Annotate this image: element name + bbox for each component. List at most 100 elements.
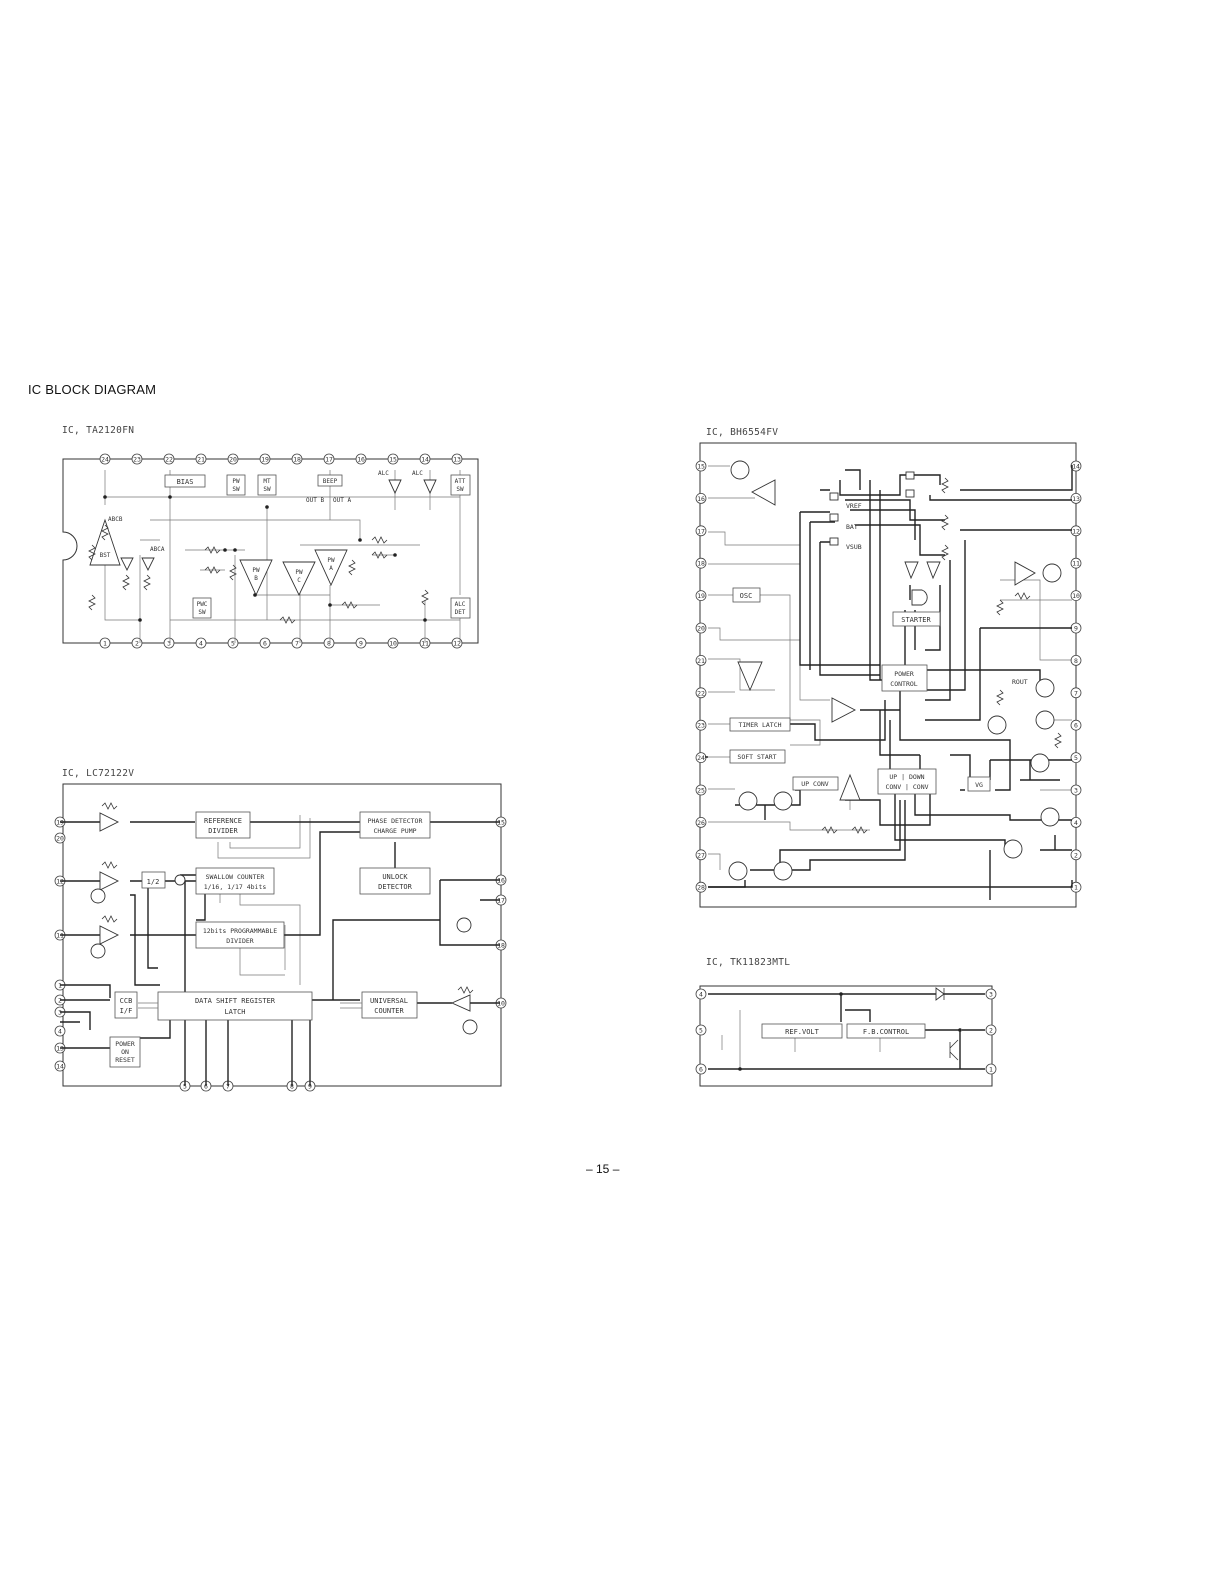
ta-top-pin-label-18: 18 — [293, 456, 301, 464]
lc-poweron-label3: RESET — [115, 1056, 135, 1064]
ta-top-pin-16 — [355, 453, 367, 465]
ta-att-sw-label1: ATT — [455, 478, 466, 485]
ta-pwc-sw-block — [192, 597, 212, 619]
lc-swallow-label1: SWALLOW COUNTER — [206, 873, 265, 881]
tk-diode — [935, 987, 945, 1001]
tk-ref-volt-block — [761, 1023, 843, 1039]
ta-top-pin-20 — [227, 453, 239, 465]
lc-poweron-label2: ON — [121, 1048, 129, 1056]
ta-top-pin-label-22: 22 — [165, 456, 173, 464]
bh6554fv-title: IC, BH6554FV — [706, 427, 779, 438]
bh-left-pin-26 — [695, 817, 707, 828]
ta-mt-sw-block — [257, 474, 277, 496]
ta-pw-a-label2: A — [329, 565, 333, 572]
ta-top-pin-label-24: 24 — [101, 456, 109, 464]
ta-bias-label: BIAS — [177, 478, 194, 486]
bh-switches — [829, 471, 915, 546]
bh-right-pin-label-3: 3 — [1074, 787, 1078, 795]
ta-bottom-pin-4 — [195, 637, 207, 649]
ta-alc-left-label: ALC — [378, 470, 389, 477]
ta-top-pin-13 — [451, 453, 463, 465]
ta-top-pin-22 — [163, 453, 175, 465]
tk-right-pin-2 — [985, 1024, 997, 1036]
ta-bst-amp — [89, 518, 121, 566]
tk-fb-control-label: F.B.CONTROL — [863, 1028, 909, 1036]
bh-vsub-label: VSUB — [846, 543, 862, 551]
lc-shift-label1: DATA SHIFT REGISTER — [195, 997, 276, 1005]
bh-bat-label: BAT — [846, 523, 858, 531]
bh-left-pin-label-23: 23 — [697, 722, 705, 730]
ta-pw-c-label2: C — [297, 577, 301, 584]
lc-phase-label1: PHASE DETECTOR — [368, 817, 423, 825]
bh-left-pin-label-16: 16 — [697, 495, 705, 503]
ta-bottom-pin-7 — [291, 637, 303, 649]
page-heading: IC BLOCK DIAGRAM — [28, 382, 157, 397]
bh-right-pin-label-4: 4 — [1074, 819, 1078, 827]
bh-left-pin-21 — [695, 655, 707, 666]
lc-ccb-label1: CCB — [120, 997, 133, 1005]
ta-pw-b-label1: PW — [252, 567, 260, 574]
ta-bottom-pin-2 — [131, 637, 143, 649]
ta-mt-sw-label2: SW — [263, 486, 271, 493]
bh-timer-latch-block — [729, 717, 791, 732]
ta-bottom-pin-label-1: 1 — [103, 640, 107, 648]
lc-right-pin-label-10: 10 — [497, 1000, 505, 1008]
ta-bottom-pin-5 — [227, 637, 239, 649]
lc-unlock-detector — [359, 867, 431, 895]
ta-out-b-label: OUT B — [306, 497, 324, 504]
bh-left-pin-label-26: 26 — [697, 819, 705, 827]
ta-bottom-pin-label-2: 2 — [135, 640, 139, 648]
lc-programmable-label1: 12bits PROGRAMMABLE — [203, 927, 277, 935]
bh-left-pin-17 — [695, 525, 707, 537]
bh-right-pin-4 — [1070, 817, 1082, 828]
ta-bottom-pin-label-5: 5 — [231, 640, 235, 648]
bh-right-pin-label-8: 8 — [1074, 657, 1078, 665]
bh-active-devices — [728, 460, 1062, 881]
bh-osc-block — [732, 587, 761, 603]
ta-alc-right-label: ALC — [412, 470, 423, 477]
bh-right-pin-label-11: 11 — [1072, 560, 1080, 568]
ta-top-pin-label-16: 16 — [357, 456, 365, 464]
bh-right-pin-13 — [1070, 492, 1082, 504]
bh-left-pin-label-19: 19 — [697, 592, 705, 600]
ta-beep-label: BEEP — [323, 478, 338, 485]
bh-left-pin-22 — [695, 687, 707, 699]
bh-power-control-block — [881, 664, 928, 692]
ta-mt-sw-label1: MT — [263, 478, 271, 485]
ta-pwc-sw-label1: PWC — [197, 601, 208, 608]
ta-alc-det-block — [450, 597, 471, 619]
bh-updown-label1: UP | DOWN — [889, 773, 924, 781]
lc72122v-title: IC, LC72122V — [62, 768, 135, 779]
bh-left-pin-25 — [695, 784, 707, 796]
bh-soft-start-block — [729, 749, 786, 764]
tk-left-pin-label-5: 5 — [699, 1027, 703, 1035]
lc-swallow-label2: 1/16, 1/17 4bits — [204, 883, 267, 891]
ta-alc-right-amp — [423, 479, 437, 495]
ta-abcb-amp — [120, 557, 134, 572]
ta-bottom-pin-label-9: 9 — [359, 640, 363, 648]
lc-phase-label2: CHARGE PUMP — [373, 827, 416, 835]
lc-mixer-node — [174, 874, 186, 886]
lc-right-pin-label-16: 16 — [497, 877, 505, 885]
ta-top-pin-label-20: 20 — [229, 456, 237, 464]
ta-pw-sw-block — [226, 474, 246, 496]
tk-ref-volt-label: REF.VOLT — [785, 1028, 820, 1036]
tk-left-pin-label-6: 6 — [699, 1066, 703, 1074]
tk-right-pin-label-1: 1 — [989, 1066, 993, 1074]
ta-abca-amp — [141, 557, 155, 572]
ta-bottom-pin-label-12: 12 — [453, 640, 461, 648]
ta-pw-c-amp — [282, 561, 316, 597]
lc-programmable-divider — [195, 921, 285, 949]
lc-bottom-pin-label-6: 6 — [204, 1083, 208, 1091]
lc-programmable-label2: DIVIDER — [226, 937, 253, 945]
bh-starter-block — [892, 611, 941, 627]
ta-abcb-label: ABCB — [108, 516, 123, 523]
bh-left-pin-label-28: 28 — [697, 884, 705, 892]
ta-alc-det-label1: ALC — [455, 601, 466, 608]
ta-top-pin-18 — [291, 453, 303, 465]
lc-phase-detector — [359, 811, 431, 839]
